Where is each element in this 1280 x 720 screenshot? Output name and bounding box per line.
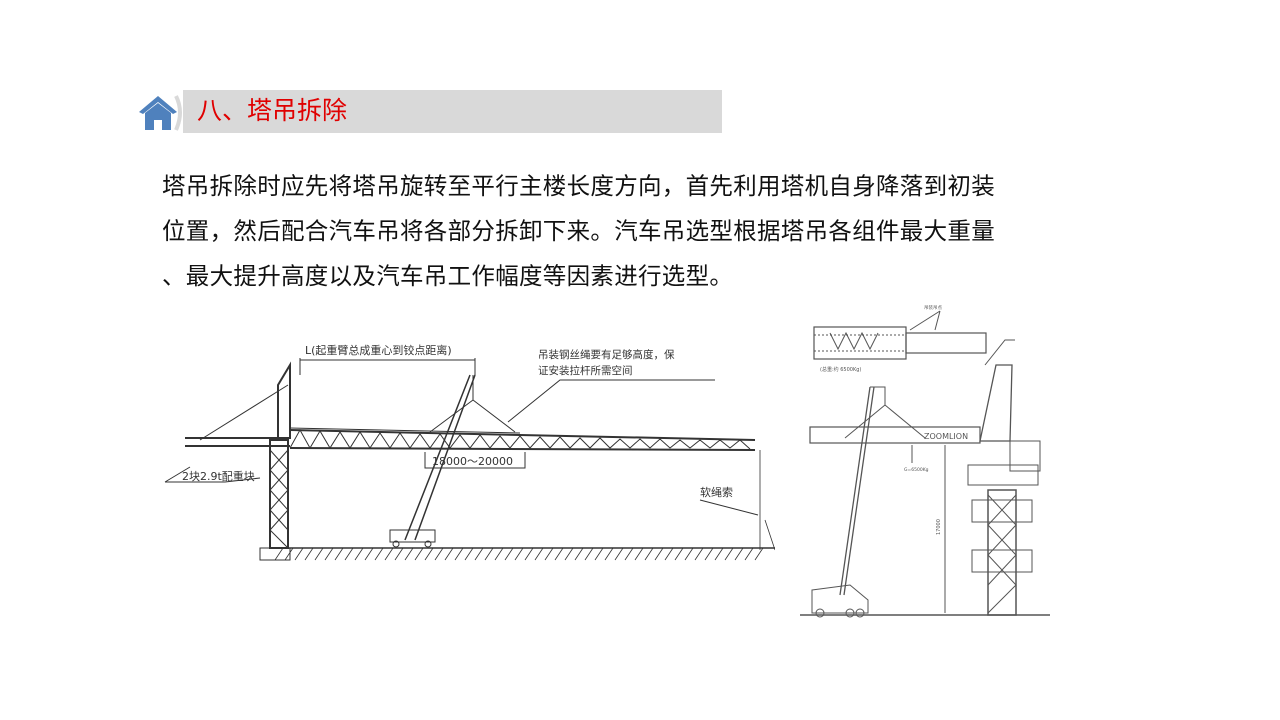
label-brand: ZOOMLION: [924, 432, 968, 441]
body-text-line: 、最大提升高度以及汽车吊工作幅度等因素进行选型。: [162, 262, 734, 290]
label-counterweight: 2块2.9t配重块: [182, 469, 255, 483]
label-lift-point: 吊装吊点: [924, 304, 942, 311]
title-bar: [183, 90, 722, 133]
page-title: 八、塔吊拆除: [197, 96, 348, 125]
body-text-line: 位置，然后配合汽车吊将各部分拆卸下来。汽车吊选型根据塔吊各组件最大重量: [162, 217, 995, 245]
home-icon: [139, 95, 182, 131]
label-boom-distance: L(起重臂总成重心到铰点距离): [305, 343, 452, 357]
label-rope-note-2: 证安装拉杆所需空间: [538, 364, 633, 377]
tower-crane-dismantle-diagram: L(起重臂总成重心到铰点距离) 吊装钢丝绳要有足够高度，保 证安装拉杆所需空间 …: [164, 343, 775, 561]
label-soft-rope: 软绳索: [700, 485, 733, 499]
label-range: 18000～20000: [432, 455, 513, 468]
label-total-weight: (总重:约 6500Kg): [820, 366, 861, 373]
boom-lifting-diagram: 吊装吊点 (总重:约 6500Kg) ZOOMLION G=6500Kg 170…: [800, 304, 1050, 618]
label-rope-note-1: 吊装钢丝绳要有足够高度，保: [538, 348, 675, 361]
body-text-line: 塔吊拆除时应先将塔吊旋转至平行主楼长度方向，首先利用塔机自身降落到初装: [162, 172, 995, 200]
label-g-weight: G=6500Kg: [904, 467, 929, 473]
label-height: 17000: [936, 519, 942, 535]
